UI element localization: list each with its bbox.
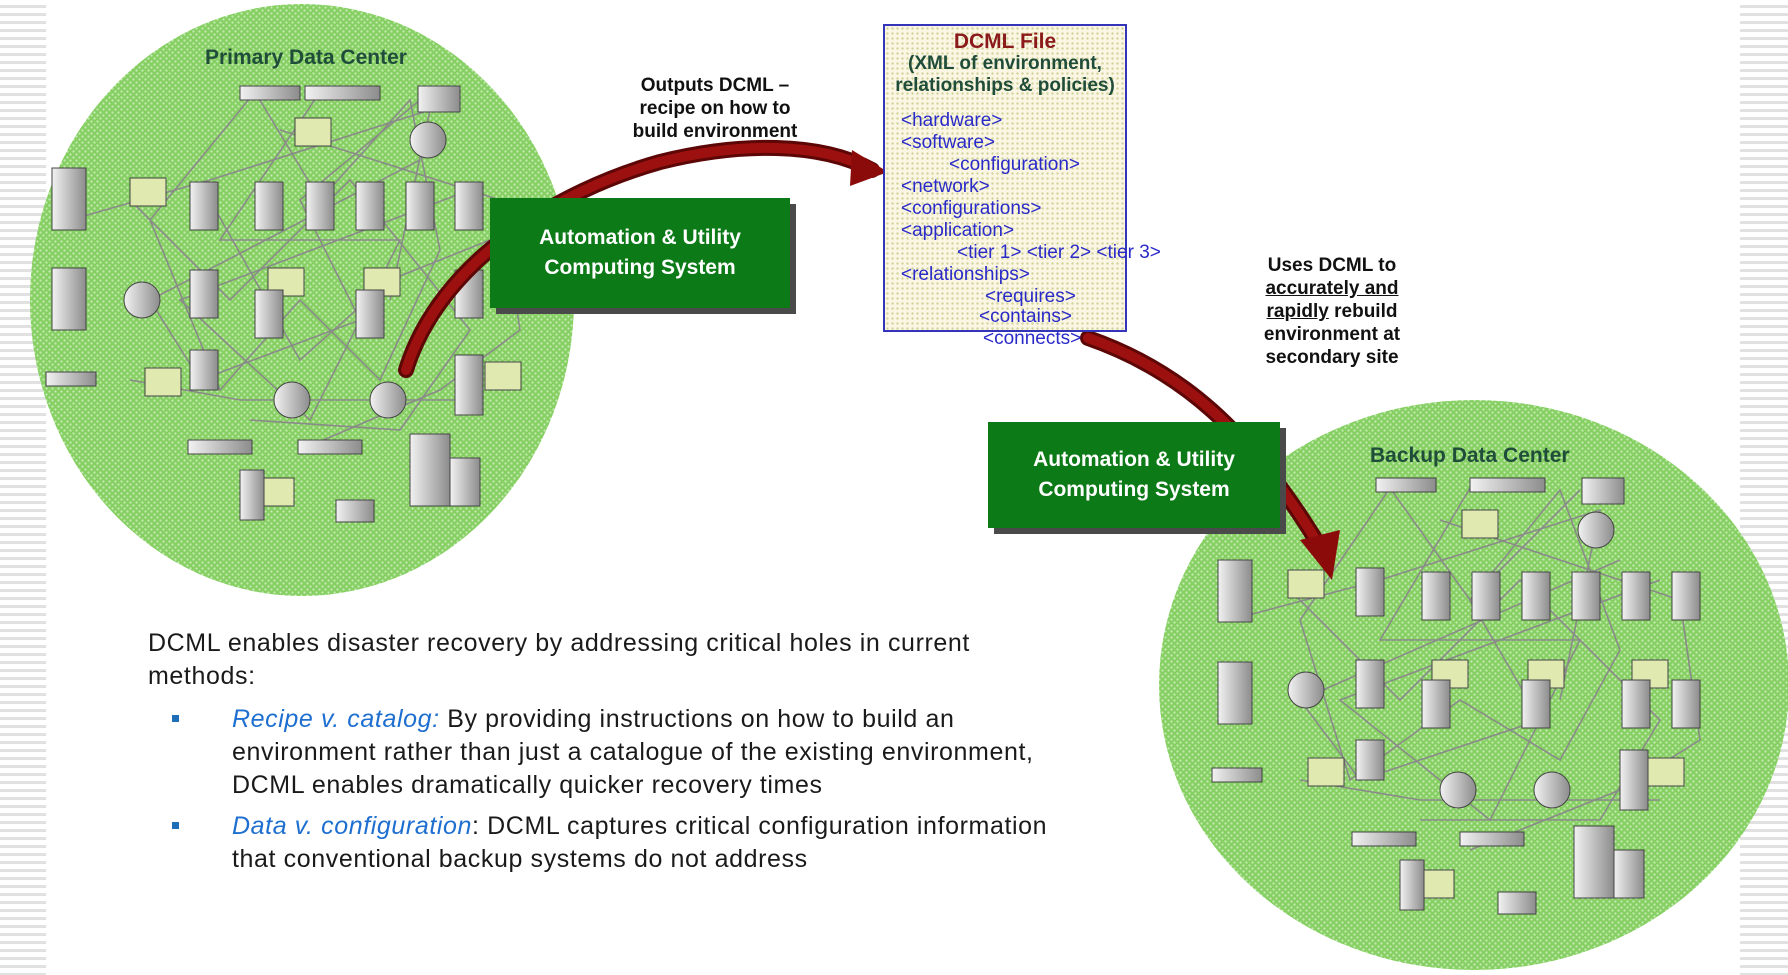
outputs-callout-line2: recipe on how to (639, 98, 791, 119)
bullet-data-term: Data v. configuration (232, 812, 473, 840)
tag-configurations: <configurations> (901, 198, 1042, 219)
tag-hardware: <hardware> (901, 110, 1003, 131)
dcml-subtitle-line1: (XML of environment, (908, 53, 1102, 74)
tag-configuration: <configuration> (949, 154, 1080, 175)
body-intro: DCML enables disaster recovery by addres… (148, 629, 970, 690)
primary-devices (45, 85, 522, 523)
outputs-dcml-callout: Outputs DCML – recipe on how to build en… (585, 74, 845, 143)
body-text: DCML enables disaster recovery by addres… (148, 627, 1068, 884)
backup-devices (1211, 477, 1701, 915)
uses-callout-line1: Uses DCML to (1267, 255, 1397, 276)
outputs-callout-line1: Outputs DCML – (640, 75, 790, 96)
outputs-callout-line3: build environment (632, 121, 798, 142)
bullet-data-text: : DCML captures critical configuration i… (232, 812, 1048, 873)
automation-box-backup-line1: Automation & Utility (1033, 448, 1235, 471)
uses-dcml-callout: Uses DCML to accurately and rapidly rebu… (1232, 254, 1432, 369)
tag-connects: <connects> (983, 328, 1082, 349)
tag-network: <network> (901, 176, 990, 197)
tag-contains: <contains> (979, 306, 1072, 327)
uses-callout-rapidly: rapidly (1266, 301, 1329, 322)
arrow-primary-to-dcml (398, 139, 888, 378)
tag-requires: <requires> (985, 286, 1076, 307)
uses-callout-line2: accurately and (1265, 278, 1399, 299)
uses-callout-rebuild: rebuild (1328, 301, 1398, 322)
left-striped-border (0, 0, 46, 975)
tag-software: <software> (901, 132, 995, 153)
dcml-file-box: DCML File (XML of environment, relations… (883, 24, 1161, 332)
automation-box-backup-line2: Computing System (1038, 478, 1230, 501)
dcml-file-subtitle: (XML of environment, relationships & pol… (885, 53, 1125, 97)
bullet-recipe-text: By providing instructions on how to buil… (232, 705, 1034, 799)
automation-system-box-primary: Automation & Utility Computing System (490, 198, 790, 308)
uses-callout-line4: environment at (1263, 324, 1401, 345)
tag-relationships: <relationships> (901, 264, 1030, 285)
backup-data-center-label: Backup Data Center (1370, 444, 1570, 467)
tag-application: <application> (901, 220, 1015, 241)
automation-box-primary-line1: Automation & Utility (539, 226, 741, 249)
dcml-subtitle-line2: relationships & policies) (895, 75, 1115, 96)
arrow-dcml-to-backup (1080, 330, 1340, 580)
bullet-square-icon (172, 715, 179, 722)
dcml-file-title: DCML File (953, 30, 1057, 53)
primary-data-center-label: Primary Data Center (205, 46, 407, 69)
automation-box-primary-line2: Computing System (544, 256, 736, 279)
uses-callout-line5: secondary site (1265, 347, 1399, 368)
bullet-data: Data v. configuration: DCML captures cri… (148, 810, 1068, 876)
bullet-square-icon (172, 822, 179, 829)
bullet-recipe: Recipe v. catalog: By providing instruct… (148, 703, 1068, 802)
bullet-recipe-term: Recipe v. catalog: (232, 705, 440, 733)
tag-tiers: <tier 1> <tier 2> <tier 3> (957, 242, 1161, 263)
uses-callout-line3: rapidly rebuild (1232, 300, 1432, 323)
automation-system-box-backup: Automation & Utility Computing System (988, 422, 1280, 528)
